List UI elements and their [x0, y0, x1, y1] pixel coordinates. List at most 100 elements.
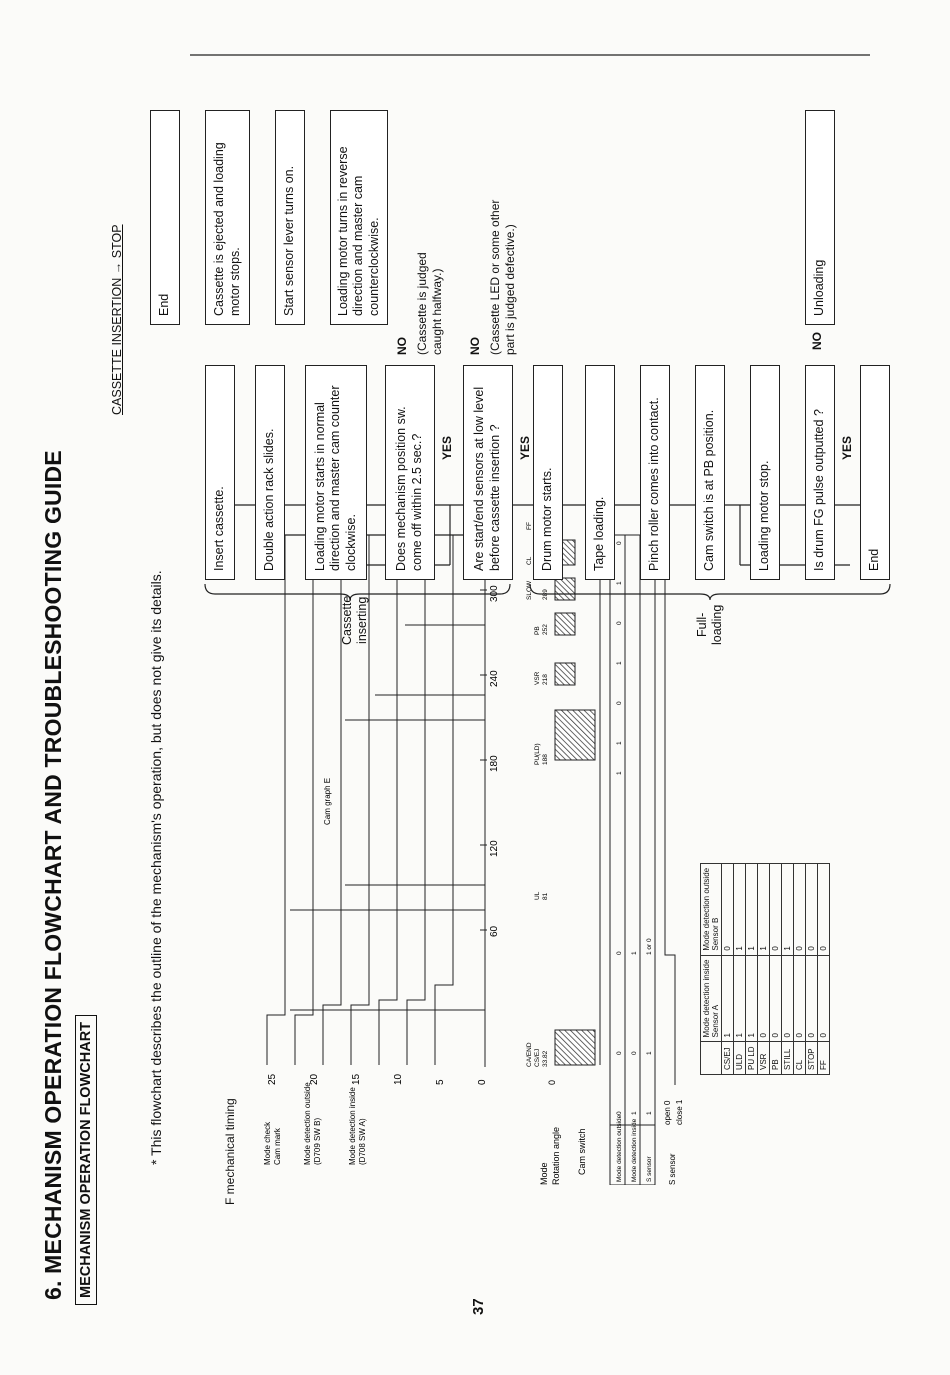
- svg-text:60: 60: [489, 925, 500, 937]
- svg-text:25: 25: [267, 1073, 278, 1085]
- side-unloading: Unloading: [805, 110, 835, 325]
- svg-text:CL: CL: [526, 556, 533, 565]
- step-loading-motor: Loading motor starts in normal direction…: [305, 365, 367, 580]
- svg-text:1: 1: [616, 741, 623, 745]
- step-insert-cassette: Insert cassette.: [205, 365, 235, 580]
- label-cam-mark: Cam mark: [273, 1127, 282, 1165]
- svg-text:1: 1: [616, 771, 623, 775]
- timing-steps: [266, 535, 485, 1065]
- brace-full-loading: Full- loading: [695, 604, 724, 645]
- side-reverse-motor: Loading motor turns in reverse direction…: [330, 110, 388, 325]
- svg-text:33.82: 33.82: [542, 1050, 549, 1067]
- svg-text:PU(LD): PU(LD): [534, 743, 541, 765]
- side-end: End: [150, 110, 180, 325]
- svg-text:81: 81: [542, 892, 549, 900]
- svg-text:1: 1: [646, 1111, 653, 1115]
- svg-text:SLOW: SLOW: [526, 580, 533, 600]
- yes-label-3: YES: [840, 435, 854, 460]
- mode-table-header-2: Mode detection outside Sensor B: [700, 863, 722, 956]
- no-label-1: NO: [395, 337, 409, 355]
- svg-text:240: 240: [489, 670, 500, 687]
- flowchart-section-title: CASSETTE INSERTION → STOP: [110, 224, 124, 415]
- svg-text:1: 1: [616, 581, 623, 585]
- label-mode: Mode: [539, 1162, 549, 1185]
- s-sensor-line: [664, 535, 676, 1085]
- svg-text:0: 0: [616, 1051, 623, 1055]
- svg-text:FF: FF: [526, 522, 533, 530]
- brace-cassette-inserting: Cassette inserting: [340, 595, 369, 645]
- step-drum-motor: Drum motor starts.: [533, 365, 563, 580]
- page-subtitle: MECHANISM OPERATION FLOWCHART: [75, 1014, 97, 1305]
- svg-text:0: 0: [477, 1079, 488, 1085]
- step-pinch-roller: Pinch roller comes into contact.: [640, 365, 670, 580]
- condition-led-defective: (Cassette LED or some other part is judg…: [488, 199, 517, 355]
- svg-text:10: 10: [393, 1073, 404, 1085]
- label-open: open 0: [663, 1100, 672, 1125]
- svg-text:1 or 0: 1 or 0: [646, 938, 653, 955]
- step-drum-fg: Is drum FG pulse outputted ?: [805, 365, 835, 580]
- step-loading-motor-stop: Loading motor stop.: [750, 365, 780, 580]
- no-label-2: NO: [468, 337, 482, 355]
- label-mode-outside: Mode detection outside: [303, 1082, 312, 1165]
- svg-text:0: 0: [616, 951, 623, 955]
- svg-text:1: 1: [631, 1111, 638, 1115]
- braces: [204, 583, 891, 600]
- step-double-action: Double action rack slides.: [255, 365, 285, 580]
- mode-table: Mode detection inside Sensor A Mode dete…: [700, 863, 830, 1075]
- svg-text:S sensor: S sensor: [646, 1156, 653, 1182]
- condition-caught-halfway: (Cassette is judged caught halfway.): [415, 252, 444, 355]
- label-mode-check: Mode check: [263, 1121, 272, 1165]
- mode-table-header-0: [700, 1041, 722, 1075]
- yes-label-2: YES: [518, 435, 532, 460]
- mode-table-header-1: Mode detection inside Sensor A: [700, 955, 722, 1042]
- no-label-3: NO: [810, 332, 824, 350]
- yes-label-1: YES: [440, 435, 454, 460]
- zero-label: 0: [547, 1080, 557, 1085]
- svg-text:PB: PB: [534, 626, 541, 635]
- svg-text:CA/END: CA/END: [526, 1042, 533, 1067]
- label-s-sensor: S sensor: [668, 1153, 677, 1185]
- svg-text:0: 0: [616, 1111, 623, 1115]
- page-number: 37: [470, 1298, 487, 1315]
- detection-rows: Mode detection outside Mode detection in…: [609, 534, 656, 1185]
- label-close: close 1: [675, 1099, 684, 1125]
- svg-text:20: 20: [309, 1073, 320, 1085]
- svg-text:1: 1: [631, 951, 638, 955]
- step-tape-loading: Tape loading.: [585, 365, 615, 580]
- svg-text:120: 120: [489, 840, 500, 857]
- svg-text:252: 252: [542, 624, 549, 635]
- svg-text:CS/EJ: CS/EJ: [534, 1049, 541, 1067]
- cam-graph-label: Cam graph E: [323, 778, 332, 825]
- label-d708: (D708 SW A): [358, 1118, 367, 1165]
- svg-text:188: 188: [542, 754, 549, 765]
- label-rotation: Rotation angle: [551, 1127, 561, 1185]
- svg-text:0: 0: [616, 701, 623, 705]
- label-cam-switch: Cam switch: [577, 1128, 587, 1175]
- svg-text:VSR: VSR: [534, 671, 541, 685]
- side-start-sensor: Start sensor lever turns on.: [275, 110, 305, 325]
- side-cassette-ejected: Cassette is ejected and loading motor st…: [205, 110, 250, 325]
- svg-text:0: 0: [616, 541, 623, 545]
- svg-text:218: 218: [542, 674, 549, 685]
- step-cam-switch: Cam switch is at PB position.: [695, 365, 725, 580]
- cam-switch-blocks: [554, 535, 601, 1066]
- label-d709: (D709 SW B): [313, 1118, 322, 1165]
- svg-text:1: 1: [616, 661, 623, 665]
- svg-text:5: 5: [435, 1079, 446, 1085]
- step-end-main: End: [860, 365, 890, 580]
- intro-note: * This flowchart describes the outline o…: [148, 570, 164, 1165]
- svg-text:Mode detection outside: Mode detection outside: [616, 1114, 623, 1182]
- svg-text:180: 180: [489, 755, 500, 772]
- svg-text:Mode detection inside: Mode detection inside: [631, 1118, 638, 1182]
- label-mode-inside: Mode detection inside: [348, 1087, 357, 1165]
- svg-text:UL: UL: [534, 891, 541, 900]
- timing-label: F mechanical timing: [223, 1098, 237, 1205]
- step-mech-position: Does mechanism position sw. come off wit…: [385, 365, 435, 580]
- svg-text:0: 0: [631, 1051, 638, 1055]
- svg-text:1: 1: [646, 1051, 653, 1055]
- step-start-end-sensors: Are start/end sensors at low level befor…: [463, 365, 513, 580]
- svg-text:0: 0: [616, 621, 623, 625]
- svg-text:15: 15: [351, 1073, 362, 1085]
